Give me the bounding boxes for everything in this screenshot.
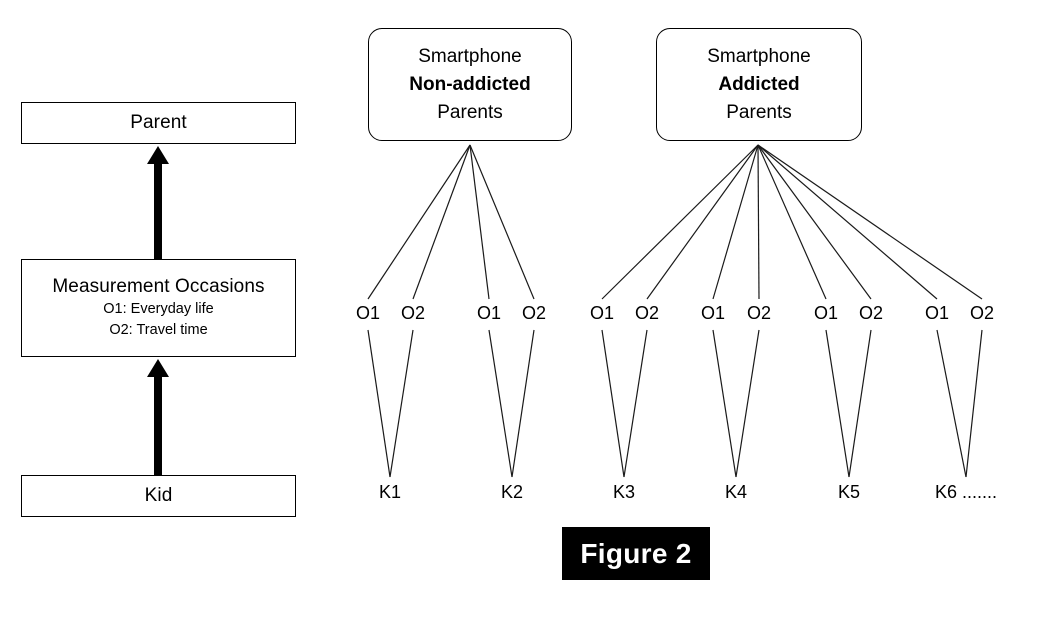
link-occasion-to-kid — [936, 329, 967, 478]
arrow-kid-to-measurement-occasions — [147, 359, 169, 475]
figure-caption: Figure 2 — [562, 527, 710, 580]
arrow-measurement-occasions-to-parent — [147, 146, 169, 259]
occasion-label: O2 — [400, 303, 426, 323]
occasion-label: O1 — [589, 303, 615, 323]
occasion-label: O1 — [700, 303, 726, 323]
group-box-addicted-parents: Smartphone Addicted Parents — [656, 28, 862, 141]
group-non-addicted-line2: Non-addicted — [409, 73, 531, 95]
level-box-measurement-sub1: O1: Everyday life — [103, 301, 214, 317]
kid-label: K2 — [500, 482, 524, 502]
level-box-measurement-sub2: O2: Travel time — [109, 322, 208, 338]
group-box-non-addicted-parents: Smartphone Non-addicted Parents — [368, 28, 572, 141]
kid-label: K6 ....... — [934, 482, 998, 502]
arrow-shaft — [154, 163, 162, 259]
occasion-label: O2 — [634, 303, 660, 323]
link-occasion-to-kid — [848, 329, 872, 478]
link-group-to-occasion — [469, 144, 490, 300]
link-occasion-to-kid — [735, 329, 760, 478]
occasion-label: O1 — [355, 303, 381, 323]
link-occasion-to-kid — [712, 329, 737, 478]
arrow-shaft — [154, 376, 162, 475]
level-box-measurement-title: Measurement Occasions — [52, 276, 265, 297]
link-group-to-occasion — [757, 144, 827, 300]
group-non-addicted-line1: Smartphone — [418, 45, 522, 67]
level-box-kid: Kid — [21, 475, 296, 517]
occasion-label: O1 — [924, 303, 950, 323]
level-box-parent-title: Parent — [130, 112, 187, 133]
link-occasion-to-kid — [601, 329, 625, 478]
link-group-to-occasion — [601, 144, 759, 300]
arrow-head-icon — [147, 359, 169, 377]
occasion-label: O1 — [476, 303, 502, 323]
kid-label: K1 — [378, 482, 402, 502]
link-group-to-occasion — [757, 144, 938, 300]
group-addicted-line3: Parents — [726, 101, 792, 123]
level-box-measurement-occasions: Measurement Occasions O1: Everyday life … — [21, 259, 296, 357]
occasion-label: O2 — [746, 303, 772, 323]
occasion-label: O2 — [858, 303, 884, 323]
link-group-to-occasion — [412, 144, 471, 300]
link-occasion-to-kid — [389, 329, 414, 478]
level-box-kid-title: Kid — [144, 485, 173, 506]
arrow-head-icon — [147, 146, 169, 164]
link-group-to-occasion — [646, 144, 759, 300]
link-group-to-occasion — [469, 144, 535, 300]
kid-label: K5 — [837, 482, 861, 502]
link-occasion-to-kid — [488, 329, 513, 478]
level-box-parent: Parent — [21, 102, 296, 144]
link-occasion-to-kid — [367, 329, 391, 478]
occasion-label: O1 — [813, 303, 839, 323]
kid-label: K3 — [612, 482, 636, 502]
link-occasion-to-kid — [623, 329, 648, 478]
occasion-label: O2 — [521, 303, 547, 323]
link-group-to-occasion — [757, 144, 983, 300]
group-addicted-line1: Smartphone — [707, 45, 811, 67]
link-group-to-occasion — [367, 144, 471, 300]
link-occasion-to-kid — [825, 329, 850, 478]
link-group-to-occasion — [757, 144, 760, 300]
link-group-to-occasion — [712, 144, 759, 300]
occasion-label: O2 — [969, 303, 995, 323]
group-non-addicted-line3: Parents — [437, 101, 503, 123]
group-addicted-line2: Addicted — [718, 73, 800, 95]
link-group-to-occasion — [757, 144, 872, 300]
link-occasion-to-kid — [965, 329, 983, 478]
link-occasion-to-kid — [511, 329, 535, 478]
kid-label: K4 — [724, 482, 748, 502]
